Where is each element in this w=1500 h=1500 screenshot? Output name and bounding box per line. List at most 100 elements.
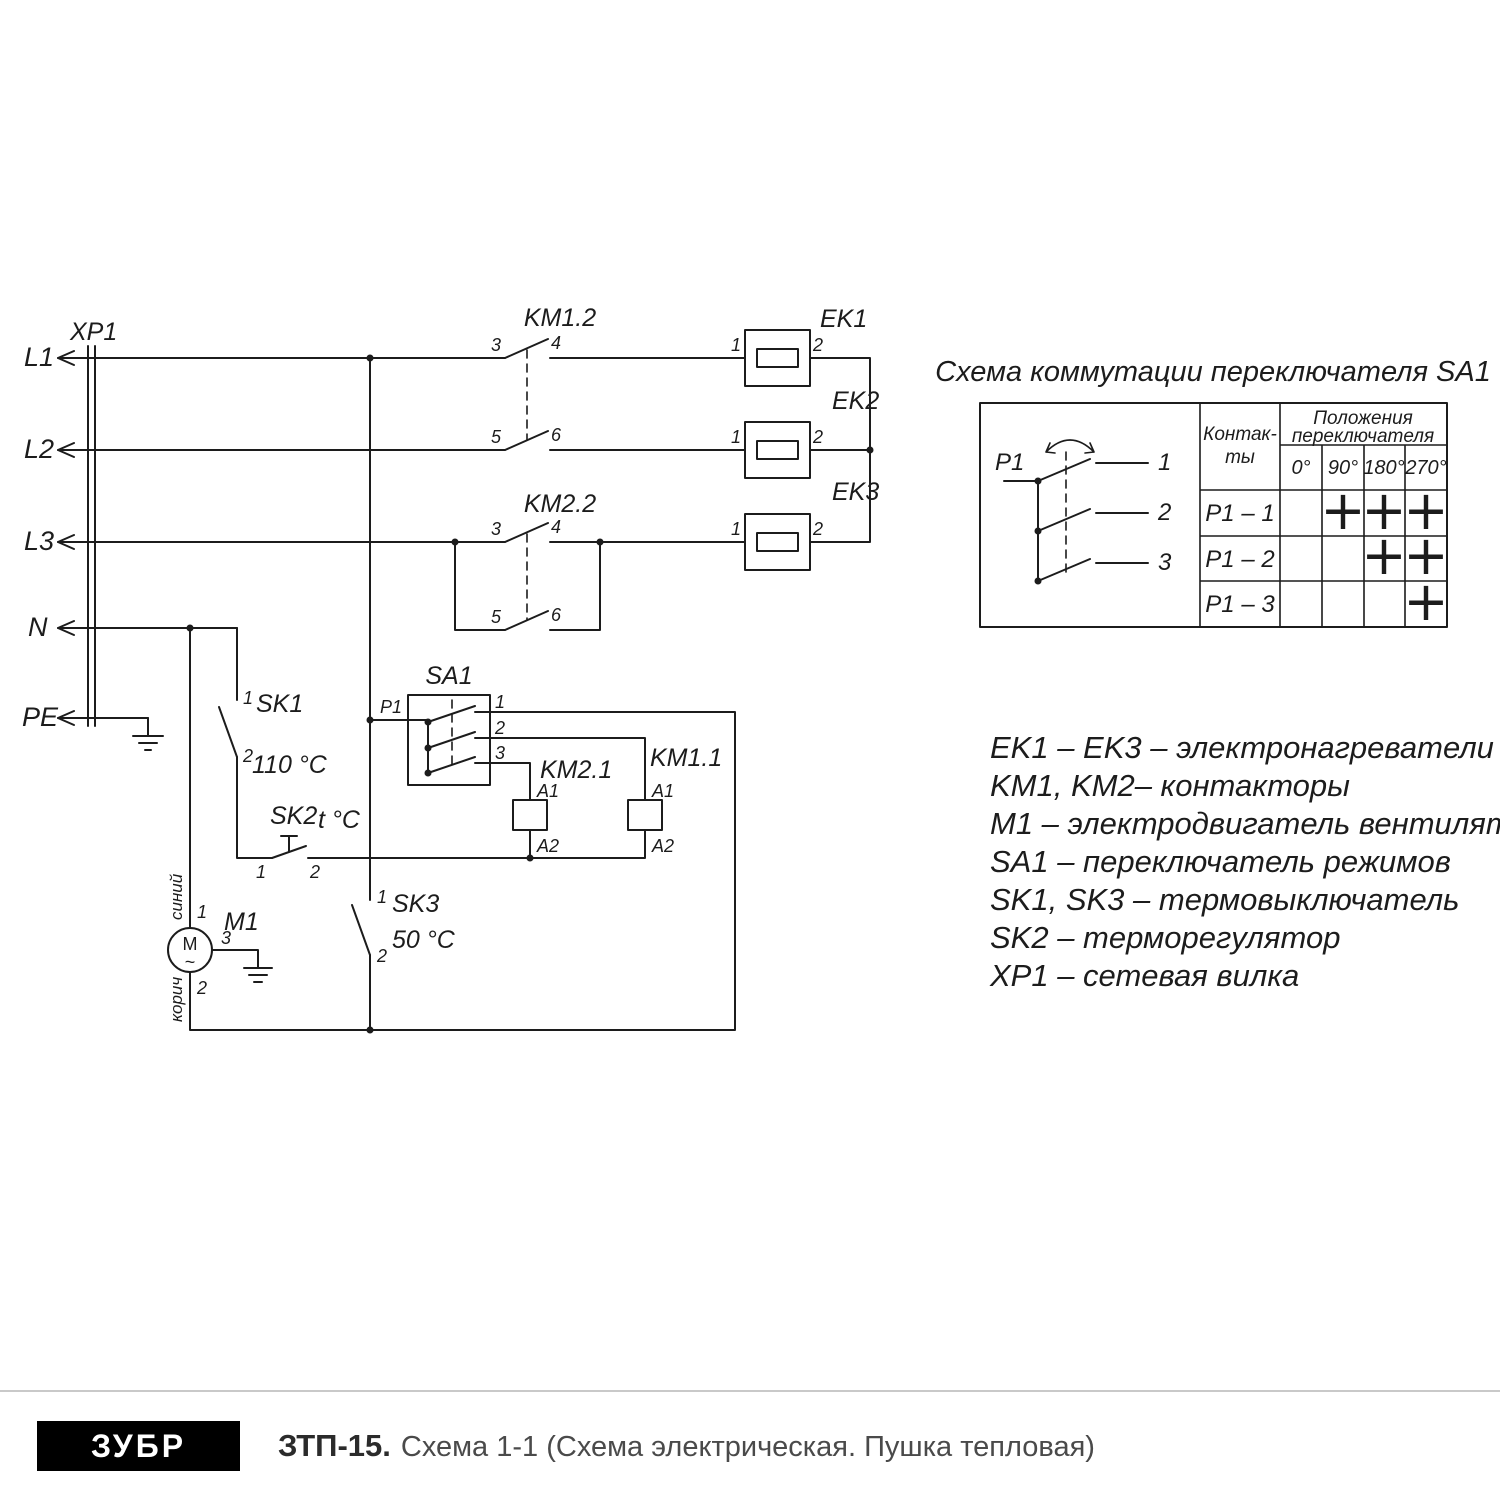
mark-r1-c2: + (1320, 479, 1365, 542)
heater-ek3 (744, 513, 811, 571)
mark-r3-c4: + (1403, 570, 1448, 633)
sk3-pin2: 2 (376, 946, 387, 966)
zubr-logo: ЗУБР (2, 1393, 240, 1471)
sa1-out3: 3 (495, 743, 505, 763)
km11-a2: A2 (651, 836, 674, 856)
line-pe-label: PE (22, 702, 59, 732)
zubr-logo-text: ЗУБР (90, 1427, 187, 1464)
motor-blue-wire-label: синий (167, 873, 186, 920)
sa1-out2: 2 (494, 718, 505, 738)
line-n-label: N (28, 612, 48, 642)
ek3-pin1: 1 (731, 519, 741, 539)
line-l2-label: L2 (24, 434, 54, 464)
line-l3-label: L3 (24, 526, 54, 556)
positions-header-line2: переключателя (1292, 426, 1434, 447)
km12-pin3: 3 (491, 335, 501, 355)
contacts-header-line1: Контак- (1203, 424, 1277, 445)
row-p1-3-label: P1 – 3 (1205, 591, 1275, 618)
schematic-labels: XP1 L1 L2 L3 N PE KM1.2 KM2.2 EK1 EK2 EK… (22, 304, 879, 1022)
legend-item-sk13: SK1, SK3 – термовыключатель (990, 882, 1459, 917)
heater-ek1 (744, 329, 811, 387)
contactor-km12-contacts (504, 338, 549, 451)
motor-brown-wire-label: корич (167, 977, 186, 1022)
model-number: ЗТП-15. (278, 1428, 391, 1463)
legend-item-sk2: SK2 – терморегулятор (990, 920, 1340, 955)
km21-a1: A1 (536, 781, 559, 801)
coil-km21 (512, 799, 548, 831)
km12-label: KM1.2 (524, 304, 596, 332)
row-p1-2-label: P1 – 2 (1205, 546, 1274, 573)
zubr-logo-icon (2, 1393, 39, 1421)
sk3-pin1: 1 (377, 887, 387, 907)
table-title: Схема коммутации переключателя SA1 (935, 356, 1491, 388)
legend-item-sa1: SA1 – переключатель режимов (990, 844, 1451, 879)
motor-ac-symbol: ~ (185, 952, 196, 972)
sk1-temp-label: 110 °C (252, 751, 328, 779)
thermal-switch-sk1 (218, 706, 238, 758)
motor-m-symbol: M (183, 934, 198, 954)
mark-r1-c4: + (1403, 479, 1448, 542)
motor-pin3: 3 (221, 928, 231, 948)
ek2-label: EK2 (832, 387, 879, 415)
doc-subtitle: Схема 1-1 (Схема электрическая. Пушка те… (400, 1431, 1095, 1463)
footer: ЗУБР ЗТП-15. Схема 1-1 (Схема электрическ… (0, 1390, 1500, 1500)
table-switch-pictogram: P1 1 2 3 (995, 439, 1172, 585)
ek2-pin2: 2 (812, 427, 823, 447)
coil-km11 (627, 799, 663, 831)
km12-pin5: 5 (491, 427, 502, 447)
sk1-label: SK1 (256, 690, 303, 718)
pe-ground-symbol (132, 717, 164, 751)
sk3-label: SK3 (392, 890, 439, 918)
thermal-switch-sk3 (351, 904, 371, 956)
junction-dots (186, 354, 874, 1034)
km21-label: KM2.1 (540, 756, 612, 784)
ek1-pin1: 1 (731, 335, 741, 355)
sa1-switching-table: Схема коммутации переключателя SA1 P1 1 … (935, 356, 1491, 633)
mark-r2-c4: + (1403, 524, 1448, 587)
row-p1-1-label: P1 – 1 (1205, 500, 1274, 527)
km11-a1: A1 (651, 781, 674, 801)
km22-pin4: 4 (551, 517, 561, 537)
motor-m1: M ~ (167, 927, 213, 973)
line-l1-label: L1 (24, 342, 54, 372)
km12-pin4: 4 (551, 333, 561, 353)
km21-a2: A2 (536, 836, 559, 856)
plug-label: XP1 (69, 318, 117, 346)
motor-ground-symbol (243, 967, 273, 983)
legend: EK1 – EK3 – электронагреватели KM1, KM2–… (989, 730, 1500, 993)
plug-arrows (57, 350, 75, 726)
sk2-pin2: 2 (309, 862, 320, 882)
km22-label: KM2.2 (524, 490, 596, 518)
legend-item-ek: EK1 – EK3 – электронагреватели (990, 730, 1494, 765)
sa1-label: SA1 (425, 662, 472, 690)
angle-90: 90° (1328, 457, 1358, 479)
legend-item-xp1: XP1 – сетевая вилка (989, 958, 1299, 993)
ek1-label: EK1 (820, 305, 867, 333)
km11-label: KM1.1 (650, 744, 722, 772)
contactor-km22-contacts (504, 522, 549, 631)
legend-item-m1: M1 – электродвигатель вентилятора (990, 806, 1500, 841)
rotation-arrow (1045, 439, 1095, 454)
legend-item-km: KM1, KM2– контакторы (990, 768, 1350, 803)
table-grid (1199, 402, 1448, 628)
m1-label: M1 (224, 908, 259, 936)
table-out3: 3 (1158, 549, 1172, 576)
sa1-p1-label: P1 (380, 697, 402, 717)
control-wiring (189, 357, 736, 1031)
ek3-pin2: 2 (812, 519, 823, 539)
sk1-pin2: 2 (242, 746, 253, 766)
mode-switch-sa1 (407, 694, 491, 786)
sk2-pin1: 1 (256, 862, 266, 882)
angle-0: 0° (1291, 457, 1310, 479)
contacts-header-line2: ты (1225, 447, 1255, 468)
ek2-pin1: 1 (731, 427, 741, 447)
km22-pin6: 6 (551, 605, 562, 625)
angle-270: 270° (1404, 457, 1446, 479)
sk3-temp-label: 50 °C (392, 926, 456, 954)
motor-pin2: 2 (196, 978, 207, 998)
heater-ek2 (744, 421, 811, 479)
mark-r1-c3: + (1361, 479, 1406, 542)
sk1-pin1: 1 (243, 688, 253, 708)
table-p1-label: P1 (995, 449, 1024, 476)
